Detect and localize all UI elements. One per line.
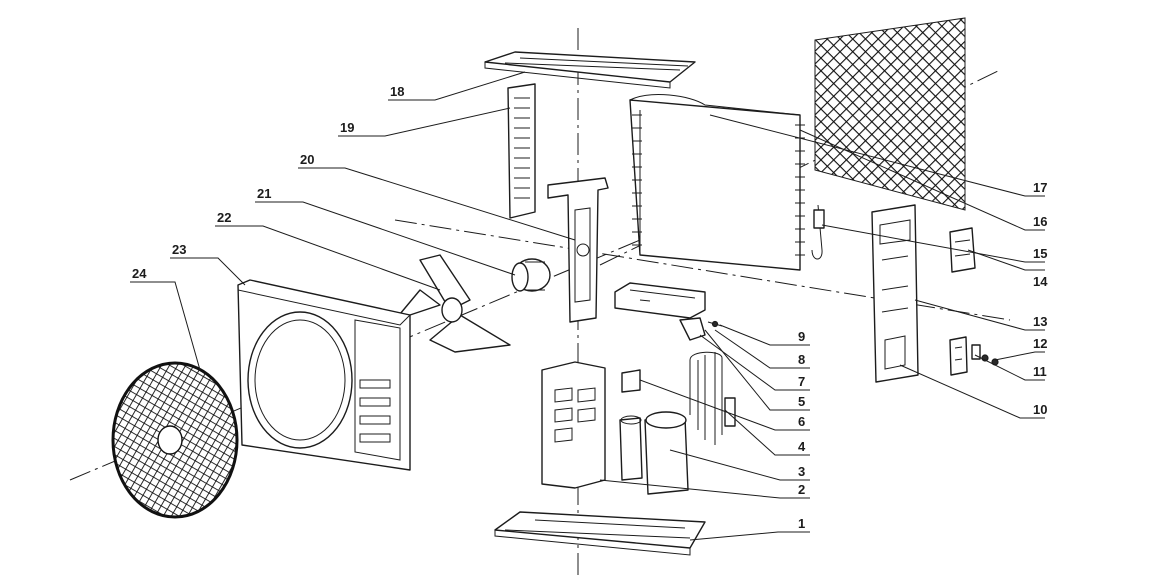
- front-panel: [237, 279, 411, 471]
- callout-14: 14: [1033, 274, 1048, 289]
- callout-23: 23: [172, 242, 186, 257]
- motor-bracket: [547, 177, 609, 323]
- callout-11: 11: [1033, 364, 1047, 379]
- callout-1: 1: [798, 516, 805, 531]
- callout-17: 17: [1033, 180, 1047, 195]
- callout-18: 18: [390, 84, 404, 99]
- refrigerant-piping: [689, 351, 736, 445]
- callout-7: 7: [798, 374, 805, 389]
- callout-6: 6: [798, 414, 805, 429]
- mesh-grille: [814, 17, 966, 211]
- right-side-plate: [871, 204, 919, 383]
- callout-8: 8: [798, 352, 805, 367]
- callout-labels: 1 2 3 4 5 6 7 8 9 10 11 12 13 14 15 16 1…: [132, 84, 1048, 531]
- callout-22: 22: [217, 210, 231, 225]
- callout-4: 4: [798, 439, 806, 454]
- callout-13: 13: [1033, 314, 1047, 329]
- electric-control-box: [614, 282, 723, 393]
- callout-2: 2: [798, 482, 805, 497]
- callout-12: 12: [1033, 336, 1047, 351]
- callout-16: 16: [1033, 214, 1047, 229]
- condenser-coil: [629, 94, 805, 271]
- callout-10: 10: [1033, 402, 1047, 417]
- side-grille-panel: [507, 83, 536, 219]
- base-pan: [494, 511, 706, 556]
- fan-motor: [511, 258, 551, 292]
- partition-plate: [541, 361, 606, 489]
- fan-guard: [111, 361, 239, 519]
- callout-5: 5: [798, 394, 805, 409]
- top-cover: [484, 51, 696, 89]
- callout-3: 3: [798, 464, 805, 479]
- temperature-sensor: [811, 204, 825, 260]
- callout-21: 21: [257, 186, 271, 201]
- callout-9: 9: [798, 329, 805, 344]
- fan-blade: [394, 254, 511, 353]
- service-valves: [949, 336, 999, 376]
- callout-19: 19: [340, 120, 354, 135]
- callout-20: 20: [300, 152, 314, 167]
- leader-lines: [130, 71, 1045, 541]
- terminal-cover: [949, 227, 976, 273]
- callout-15: 15: [1033, 246, 1047, 261]
- callout-24: 24: [132, 266, 147, 281]
- compressor: [619, 411, 689, 495]
